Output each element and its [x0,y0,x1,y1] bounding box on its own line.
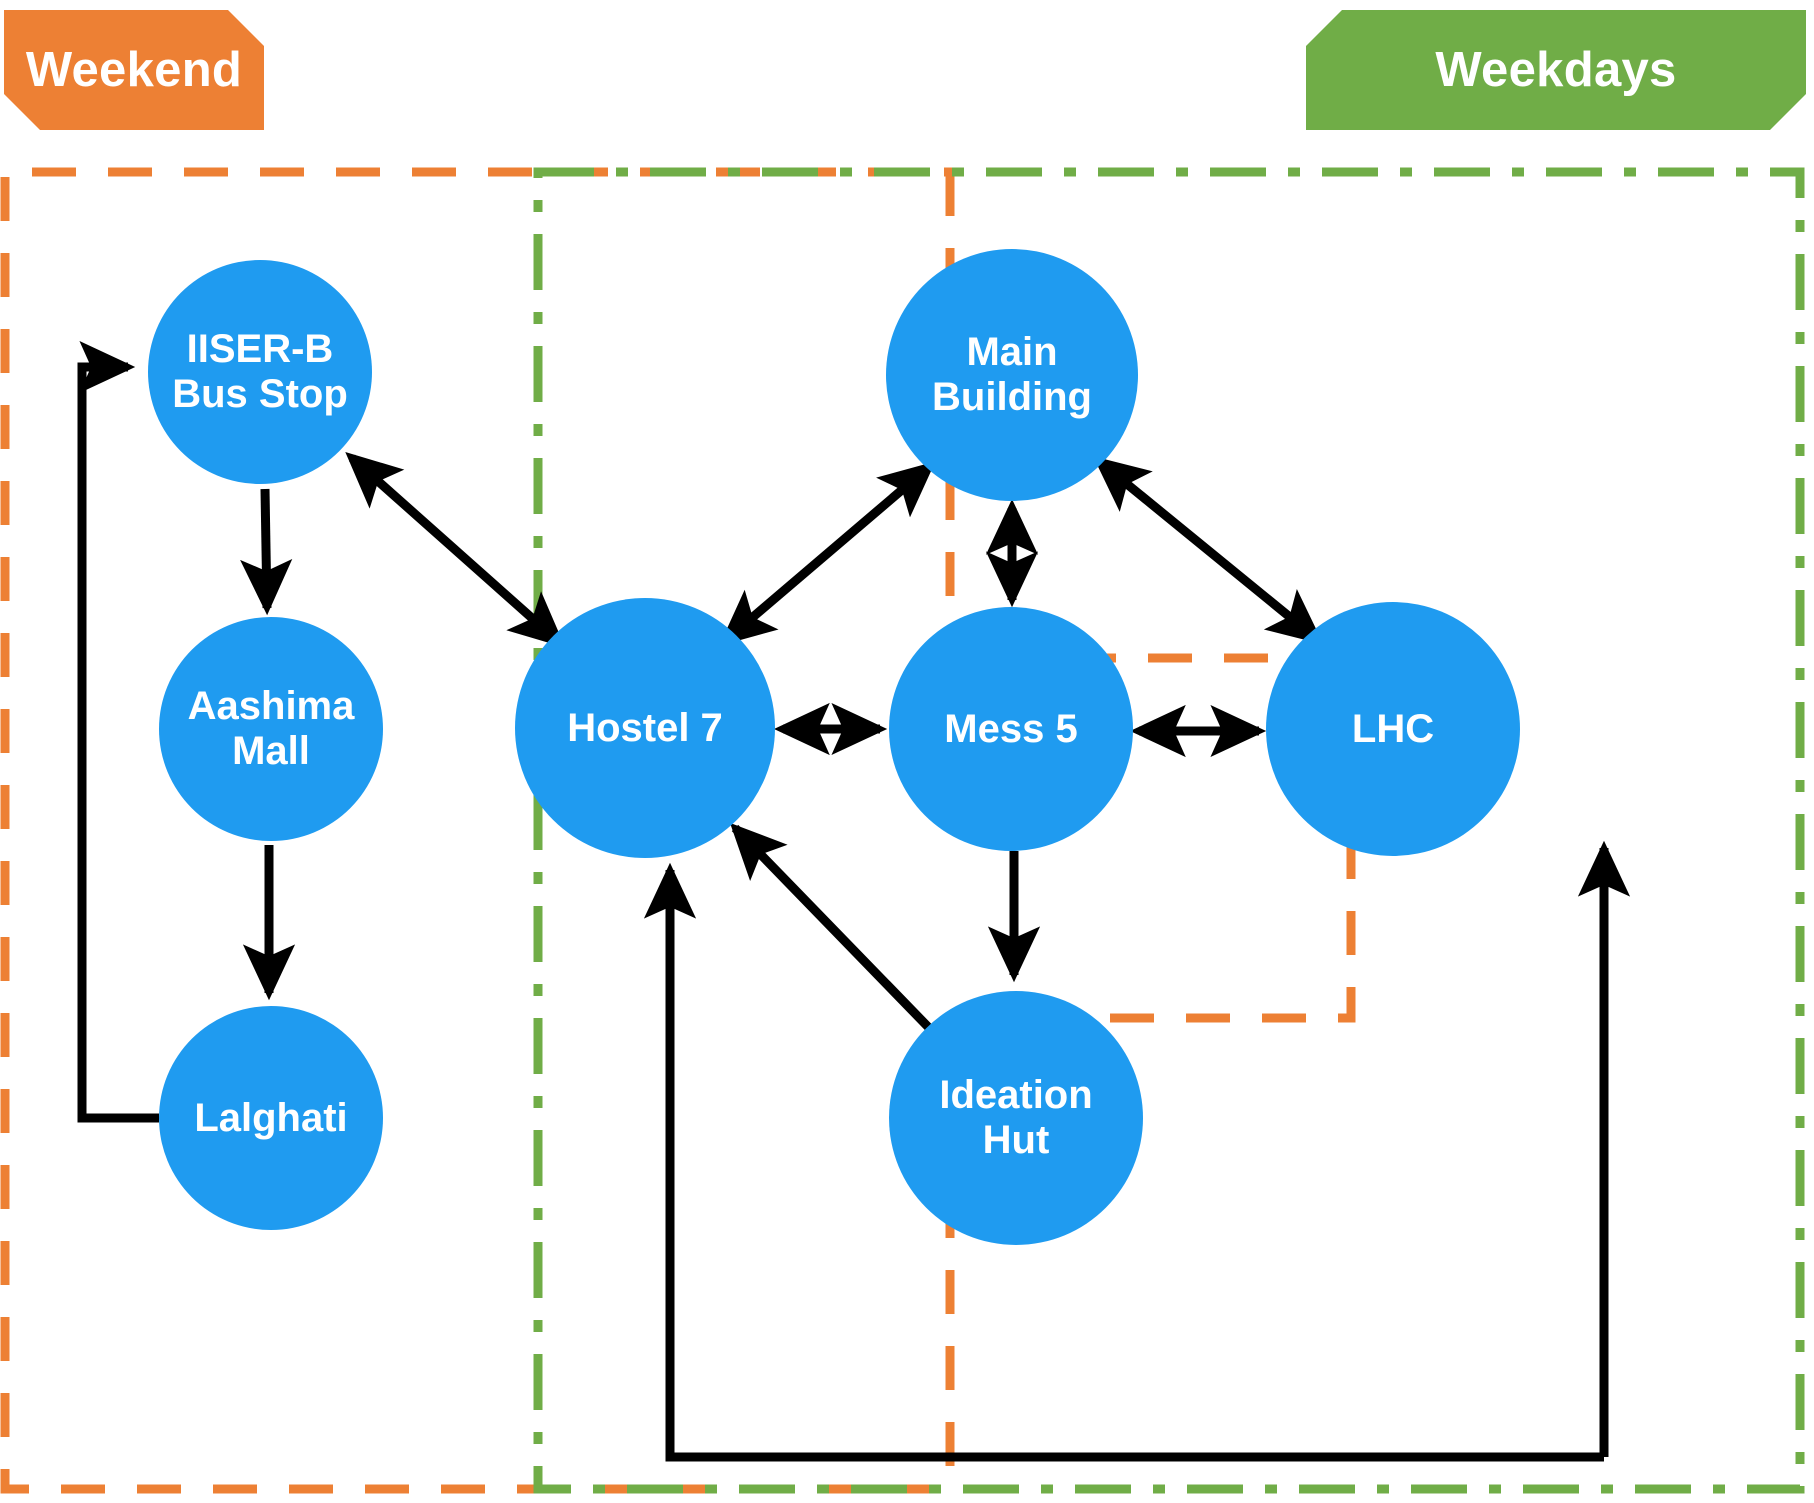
legend-tag-weekend[interactable]: Weekend [4,10,264,130]
weekdays-boundary [533,167,1805,1494]
edge-hostel7-to-main-building [719,461,936,646]
node-aashima-mall[interactable] [159,617,383,841]
node-mess-5[interactable] [889,607,1133,851]
node-main-building[interactable] [886,249,1138,501]
node-hostel-7[interactable] [515,598,775,858]
legend-tag-weekdays[interactable]: Weekdays [1306,10,1806,130]
edge-main-building-to-lhc [1093,456,1324,645]
node-iiser-bus-stop[interactable] [148,260,372,484]
node-lalghati[interactable] [159,1006,383,1230]
edge-iiser-to-hostel7 [345,452,566,648]
legend-tag-weekend-label: Weekend [25,43,243,97]
node-lhc[interactable] [1266,602,1520,856]
edge-ideation-hut-to-hostel7 [729,822,938,1037]
edge-lalghati-to-iiser [77,340,159,1123]
edge-iiser-to-aashima [240,488,293,616]
legend-tag-weekdays-label: Weekdays [1435,43,1677,97]
node-ideation-hut[interactable] [889,991,1143,1245]
edge-lhc-to-hostel7 [643,862,1604,1462]
